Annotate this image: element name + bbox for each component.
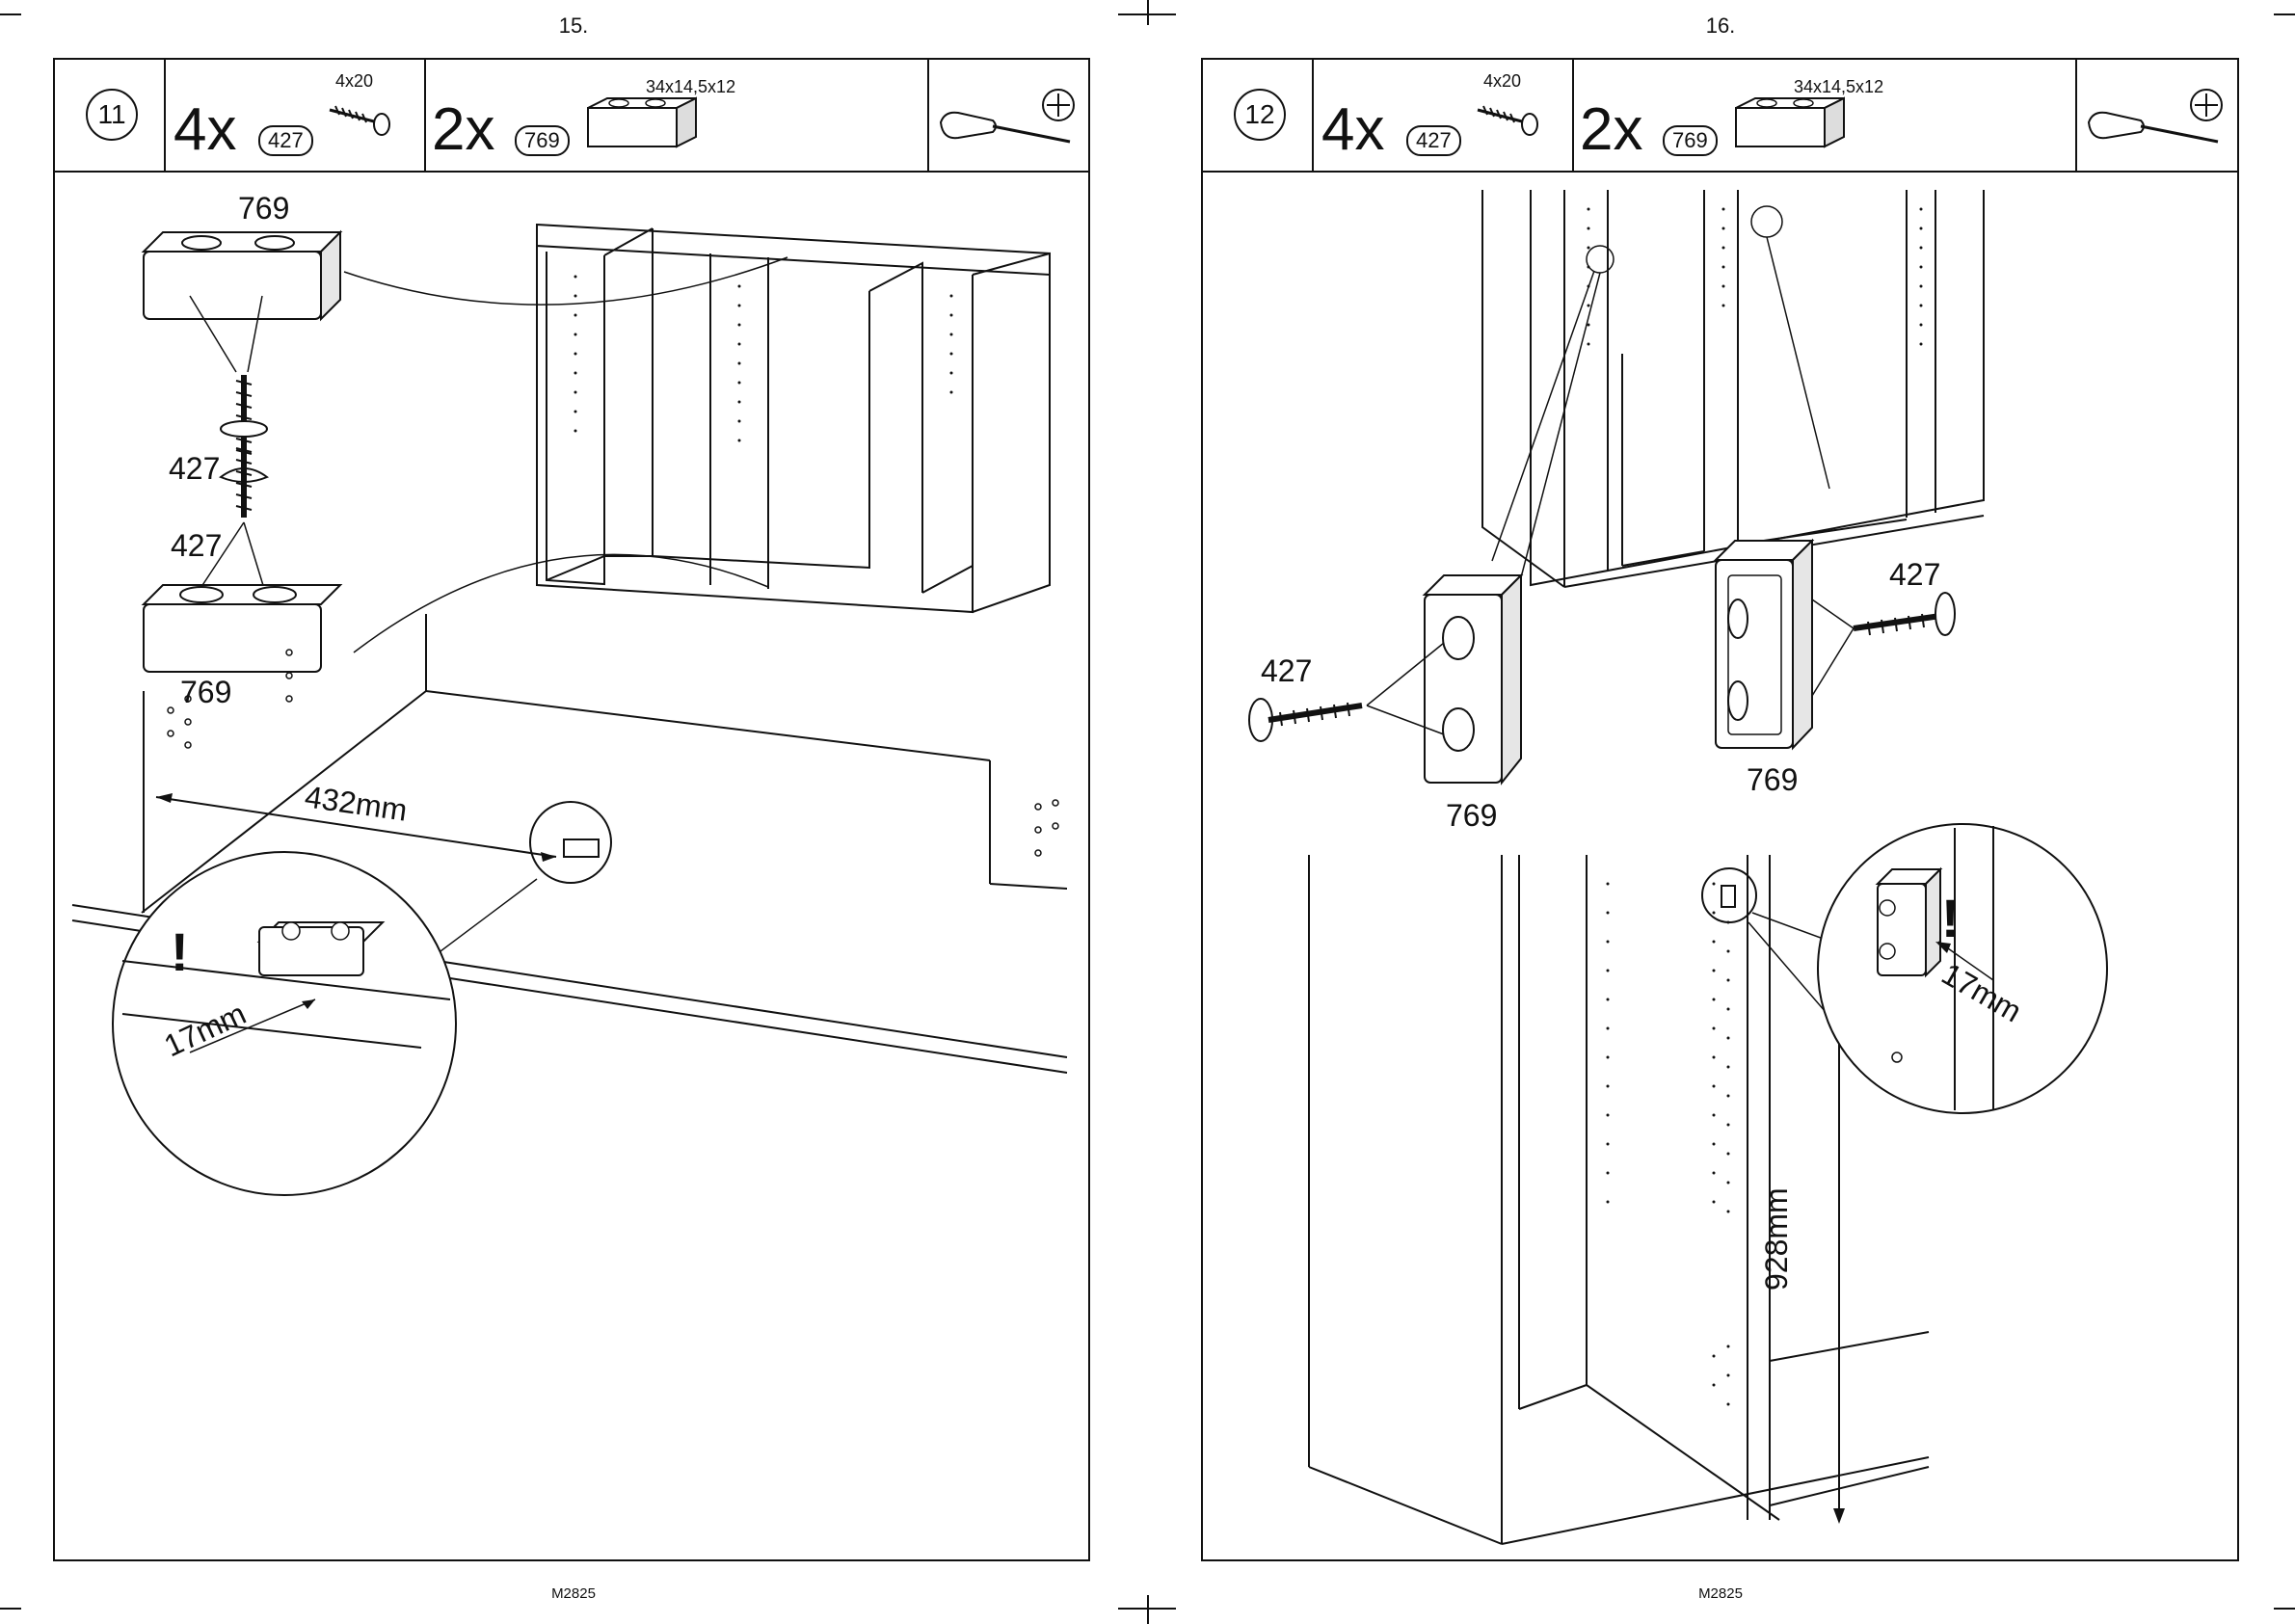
screw-spec: 4x20 xyxy=(335,71,373,92)
screw-spec: 4x20 xyxy=(1483,71,1521,92)
block-label: 769 xyxy=(1747,762,1798,797)
screw xyxy=(221,421,267,518)
block-label: 769 xyxy=(180,675,231,709)
screw-label: 427 xyxy=(171,528,222,563)
zoom-detail xyxy=(113,852,456,1195)
model-code: M2825 xyxy=(1147,1585,2294,1602)
screw-icon xyxy=(1474,98,1543,137)
screw xyxy=(1249,699,1362,741)
assembly-drawing: 769 427 427 xyxy=(55,171,1087,1558)
block-label: 769 xyxy=(1446,798,1497,833)
parts-header: 12 4x 427 4x20 2x 769 34x14,5x12 xyxy=(1203,60,2237,173)
shelf-pin-holes xyxy=(1588,208,1923,346)
mounting-block xyxy=(1716,541,1812,748)
model-code: M2825 xyxy=(0,1585,1147,1602)
screw-quantity: 4x xyxy=(1321,100,1384,160)
warning-mark: ! xyxy=(1941,888,1960,948)
shelf-pin-holes xyxy=(574,276,953,442)
mounting-block-position xyxy=(1721,886,1735,907)
cabinet-frame xyxy=(1482,190,1984,587)
screwdriver-icon xyxy=(935,84,1084,151)
block-quantity: 2x xyxy=(432,100,494,160)
step-number: 12 xyxy=(1234,89,1286,141)
screw-quantity: 4x xyxy=(173,100,236,160)
assembly-drawing: 769 427 769 xyxy=(1203,171,2236,1558)
screwdriver-icon xyxy=(2083,84,2232,151)
page-15: 15. 11 4x 427 4x20 2x 769 34x14,5x12 xyxy=(0,0,1147,1624)
mounting-block xyxy=(144,585,340,672)
height-label: 928mm xyxy=(1759,1187,1794,1291)
step-number: 11 xyxy=(86,89,138,141)
step-frame: 11 4x 427 4x20 2x 769 34x14,5x12 xyxy=(53,58,1090,1561)
screw-label: 427 xyxy=(1261,653,1312,688)
step-number-cell: 11 xyxy=(55,60,166,171)
detail-callout-circle xyxy=(1587,246,1614,273)
tool-cell xyxy=(929,60,1089,171)
block-part-cell: 2x 769 34x14,5x12 xyxy=(1574,60,2077,171)
warning-mark: ! xyxy=(171,921,189,982)
mounting-block xyxy=(1425,575,1521,783)
screw-icon xyxy=(326,98,395,137)
screw-part-cell: 4x 427 4x20 xyxy=(1314,60,1574,171)
parts-header: 11 4x 427 4x20 2x 769 34x14,5x12 xyxy=(55,60,1088,173)
block-icon xyxy=(580,89,706,156)
block-label: 769 xyxy=(238,191,289,226)
tool-cell xyxy=(2077,60,2237,171)
step-frame: 12 4x 427 4x20 2x 769 34x14,5x12 xyxy=(1201,58,2239,1561)
screw-label: 427 xyxy=(1889,557,1940,592)
screw xyxy=(1854,593,1955,635)
block-icon xyxy=(1728,89,1854,156)
screw-part-number: 427 xyxy=(1406,125,1461,156)
block-part-cell: 2x 769 34x14,5x12 xyxy=(426,60,929,171)
page-number: 15. xyxy=(0,13,1147,39)
screw-part-number: 427 xyxy=(258,125,313,156)
page-16: 16. 12 4x 427 4x20 2x 769 34x14,5x12 xyxy=(1147,0,2294,1624)
block-part-number: 769 xyxy=(1663,125,1718,156)
screw-label: 427 xyxy=(169,451,220,486)
block-part-number: 769 xyxy=(515,125,570,156)
screw-part-cell: 4x 427 4x20 xyxy=(166,60,426,171)
mounting-block xyxy=(144,232,340,319)
step-number-cell: 12 xyxy=(1203,60,1314,171)
detail-callout-circle xyxy=(1751,206,1782,237)
block-quantity: 2x xyxy=(1580,100,1642,160)
page-number: 16. xyxy=(1147,13,2294,39)
mounting-block-position xyxy=(564,839,599,857)
shelf-pin-holes xyxy=(1607,883,1730,1406)
